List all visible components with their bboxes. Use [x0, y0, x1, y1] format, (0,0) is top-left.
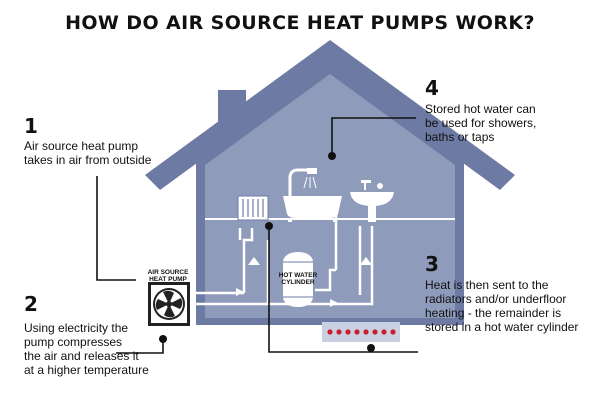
leader-dot-3b — [367, 344, 375, 352]
step-3-line: stored in a hot water cylinder — [425, 320, 579, 334]
heat-pump-label-1: AIR SOURCE — [148, 269, 189, 276]
heating-dot — [372, 329, 378, 335]
cylinder-label-1: HOT WATER — [279, 272, 318, 279]
step-1-line: Air source heat pump — [24, 139, 139, 153]
step-2-line: pump compresses — [24, 335, 123, 349]
heat-pump-label-2: HEAT PUMP — [149, 276, 187, 283]
heating-dot — [336, 329, 342, 335]
step-4-line: Stored hot water can — [425, 102, 536, 116]
pipe-arrows — [236, 257, 372, 340]
heating-dot — [381, 329, 387, 335]
heating-dot — [363, 329, 369, 335]
step-2-line: at a higher temperature — [24, 363, 149, 377]
leader-dots — [159, 152, 375, 352]
step-1-number: 1 — [24, 114, 38, 138]
step-3-line: radiators and/or underfloor — [425, 292, 567, 306]
step-1-line: takes in air from outside — [24, 153, 152, 167]
step-4-number: 4 — [425, 76, 439, 100]
sink-icon — [350, 180, 394, 222]
step-1-text: Air source heat pump takes in air from o… — [24, 139, 151, 167]
step-2-line: the air and releases it — [24, 349, 139, 363]
bath-icon — [283, 168, 342, 222]
step-3-text: Heat is then sent to the radiators and/o… — [425, 278, 578, 334]
step-4-line: be used for showers, — [425, 116, 537, 130]
heating-dot — [345, 329, 351, 335]
heat-pump-fan-icon — [148, 282, 190, 326]
step-4-text: Stored hot water can be used for showers… — [425, 102, 536, 144]
leader-lines — [96, 117, 418, 354]
leader-dot-2 — [159, 335, 167, 343]
step-2-text: Using electricity the pump compresses th… — [24, 321, 149, 377]
cylinder-label-2: CYLINDER — [281, 279, 315, 286]
page-title: HOW DO AIR SOURCE HEAT PUMPS WORK? — [65, 12, 535, 34]
underfloor-heating-icon — [322, 322, 400, 342]
step-3-number: 3 — [425, 252, 439, 276]
hot-water-cylinder-icon — [283, 252, 313, 307]
heating-dots — [327, 329, 396, 335]
step-3-line: Heat is then sent to the — [425, 278, 549, 292]
radiator-icon — [237, 195, 269, 221]
heating-dot — [390, 329, 396, 335]
heating-dot — [354, 329, 360, 335]
leader-dot-4 — [328, 152, 336, 160]
step-3-line: heating - the remainder is — [425, 306, 562, 320]
step-2-number: 2 — [24, 292, 38, 316]
leader-dot-3a — [265, 222, 273, 230]
heating-dot — [327, 329, 333, 335]
step-2-line: Using electricity the — [24, 321, 129, 335]
step-4-line: baths or taps — [425, 130, 495, 144]
